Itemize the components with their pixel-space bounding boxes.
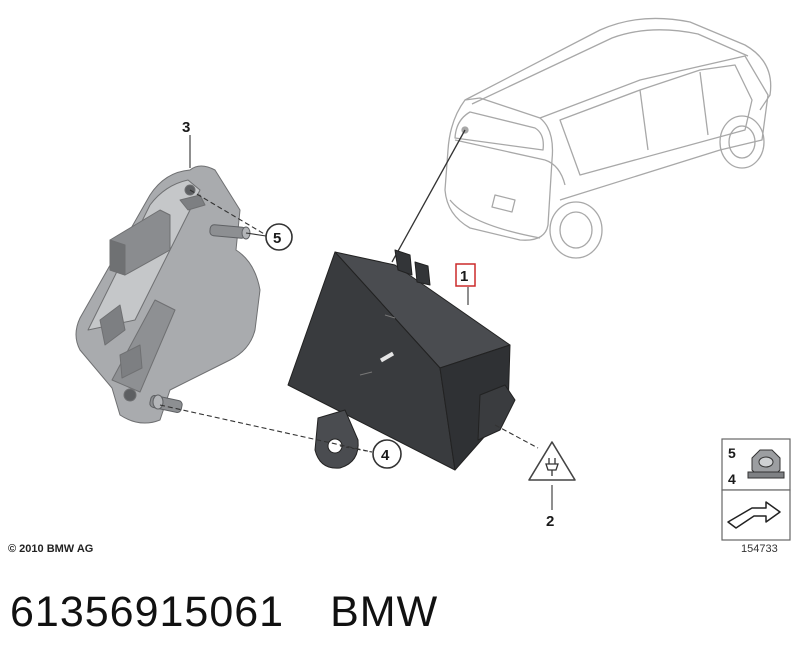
mounting-bracket (75, 165, 261, 424)
callout-1: 1 (455, 263, 476, 287)
callout-2: 2 (546, 513, 554, 530)
leader-line-car (391, 129, 466, 263)
nut-icon (747, 449, 785, 479)
control-module (287, 249, 516, 471)
part-footer: 61356915061 BMW (10, 588, 438, 637)
svg-text:4: 4 (381, 447, 390, 464)
legend-box: 5 4 (721, 438, 791, 541)
leader-lines (159, 135, 553, 510)
arrow-icon (727, 501, 781, 529)
copyright-text: © 2010 BMW AG (8, 543, 94, 555)
legend-number-5: 5 (728, 445, 736, 461)
callout-5: 5 (265, 223, 293, 251)
electrical-connector-warning-icon (528, 441, 576, 481)
callout-3: 3 (182, 119, 190, 136)
brand-name: BMW (330, 588, 439, 636)
diagram-number: 154733 (741, 543, 778, 555)
svg-text:5: 5 (273, 230, 281, 247)
part-number: 61356915061 (10, 588, 285, 636)
stud-upper (209, 224, 251, 240)
parts-diagram: 3 5 4 1 2 5 4 (75, 17, 791, 541)
legend-number-4: 4 (728, 471, 736, 487)
svg-text:1: 1 (460, 268, 468, 285)
callout-4: 4 (372, 439, 402, 469)
vehicle-outline-icon (444, 17, 772, 259)
stud-lower (149, 394, 183, 413)
